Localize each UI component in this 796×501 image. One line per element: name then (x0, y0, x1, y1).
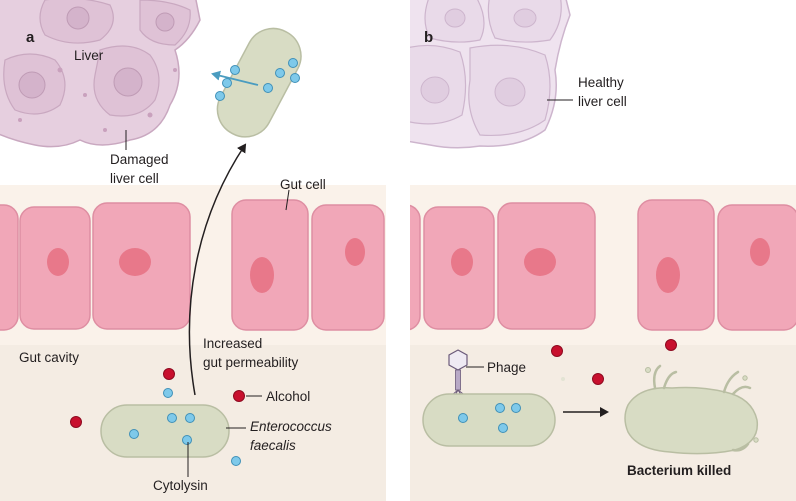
damaged-cell-label-line2: liver cell (110, 171, 159, 186)
healthy-cell-label-line2: liver cell (578, 94, 627, 109)
alcohol-molecules-a (70, 368, 245, 428)
killed-bacterium (561, 364, 759, 455)
panel-a-label: a (26, 29, 35, 46)
alcohol-molecules-b (551, 339, 677, 385)
damaged-cell-label-line1: Damaged (110, 152, 169, 167)
gut-cell-label: Gut cell (280, 177, 326, 192)
damaged-liver-cells (0, 0, 201, 148)
gut-cavity-label: Gut cavity (19, 350, 79, 365)
bacterium-killed-label: Bacterium killed (627, 463, 731, 478)
translocation-arrow (188, 143, 247, 396)
bacterium-lower (100, 388, 241, 466)
liver-label: Liver (74, 48, 104, 63)
cytolysin-label: Cytolysin (153, 478, 208, 493)
permeability-label-line2: gut permeability (203, 355, 299, 370)
gut-cells-a (0, 199, 385, 331)
healthy-liver-cells (410, 0, 571, 149)
bacterium-label-line2: faecalis (250, 438, 296, 453)
panel-b: b Healthy liver cell Phage Bacterium kil… (410, 0, 796, 501)
healthy-cell-label-line1: Healthy (578, 75, 624, 90)
permeability-label-line1: Increased (203, 336, 262, 351)
bacterium-upper (216, 27, 302, 138)
panel-a: a Liver Damaged liver cell Gut cell Gut … (0, 0, 386, 501)
panel-b-label: b (424, 29, 433, 46)
bacterium-label-line1: Enterococcus (250, 419, 332, 434)
alcohol-label: Alcohol (266, 389, 310, 404)
phage-label: Phage (487, 360, 526, 375)
gut-cells-b (410, 199, 796, 331)
cytolysin-released (211, 65, 259, 101)
bacterium-b (422, 393, 556, 447)
